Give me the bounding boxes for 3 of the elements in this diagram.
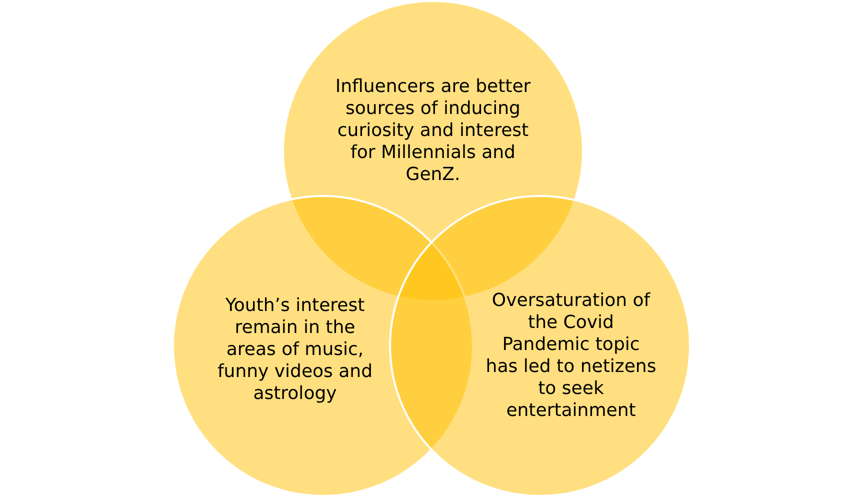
circle-text: Influencers are better sources of inducing curiosity and interest for Millennials and GenZ. <box>334 76 532 186</box>
circle-text: Oversaturation of the Covid Pandemic topic has led to netizens to seek entertainment <box>484 290 658 422</box>
circle-text: Youth’s interest remain in the areas of music, funny videos and astrology <box>216 295 374 405</box>
